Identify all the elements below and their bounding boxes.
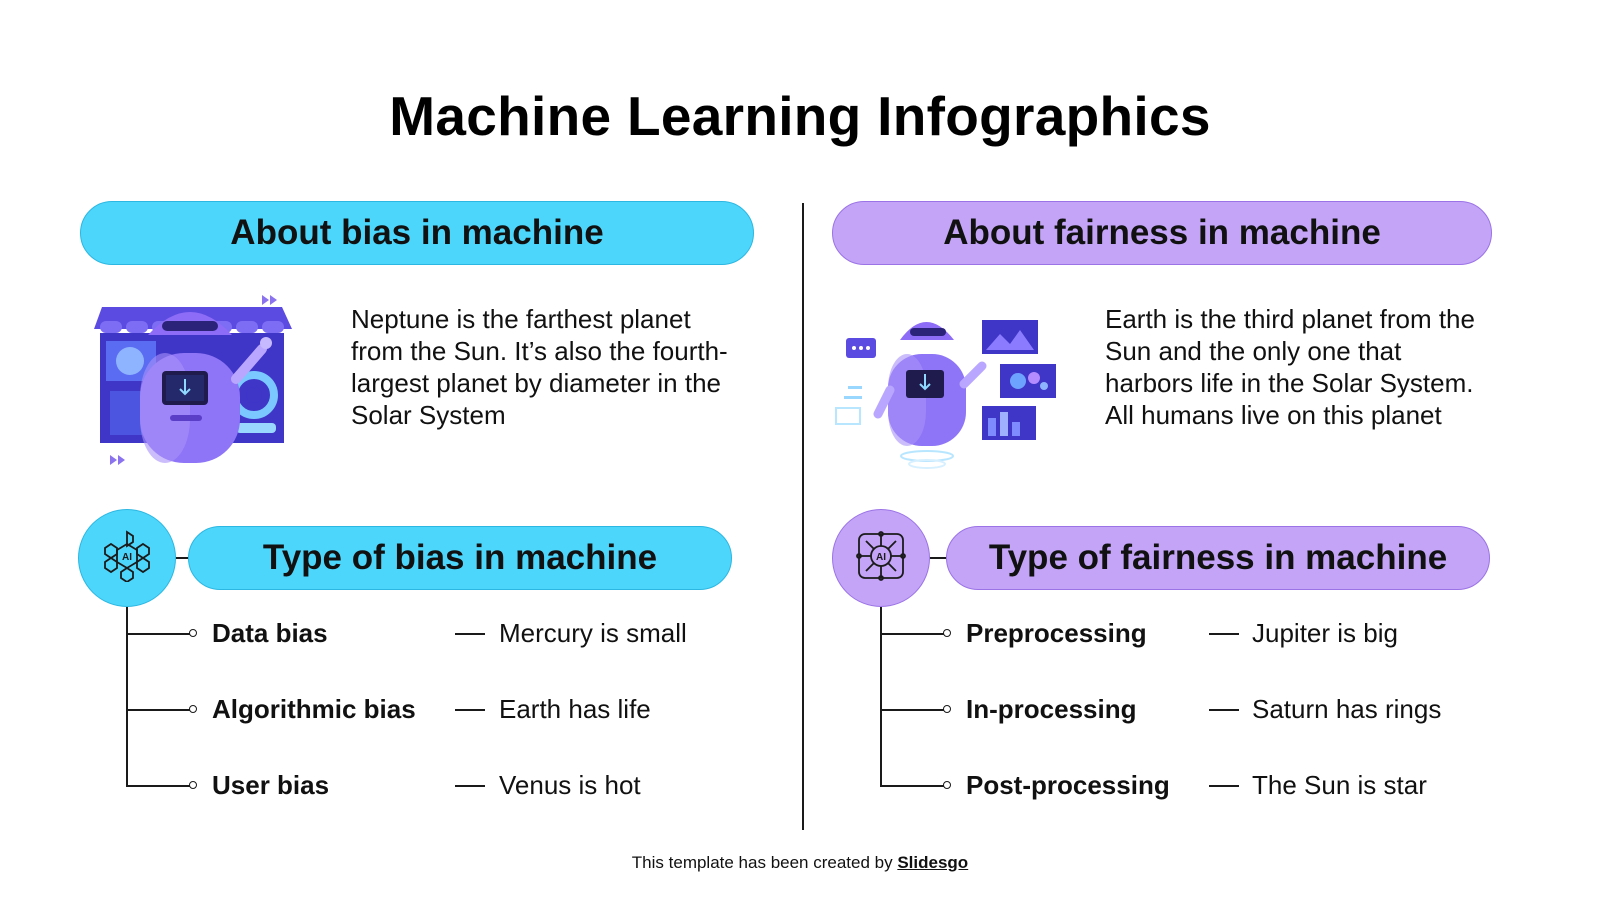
footer-credit: This template has been created by Slides… — [0, 853, 1600, 873]
bias-branch — [126, 633, 190, 635]
fairness-branch — [880, 785, 944, 787]
bias-header-pill: About bias in machine — [80, 201, 754, 265]
bias-dash — [455, 709, 485, 711]
fairness-value: The Sun is star — [1252, 770, 1427, 800]
bias-value: Earth has life — [499, 694, 651, 724]
footer-text: This template has been created by — [631, 853, 898, 872]
page-title: Machine Learning Infographics — [389, 85, 1211, 147]
fairness-header-label: About fairness in machine — [943, 213, 1381, 252]
bias-tree-trunk — [126, 607, 128, 787]
bias-type-circle: AI — [78, 509, 176, 607]
ai-hexagon-icon: AI — [101, 529, 153, 587]
fairness-term: In-processing — [966, 694, 1137, 724]
bias-value: Mercury is small — [499, 618, 687, 648]
bias-type-connector — [176, 557, 188, 559]
bias-description: Neptune is the farthest planet from the … — [351, 304, 728, 430]
fairness-branch-dot — [943, 629, 951, 637]
fairness-term: Preprocessing — [966, 618, 1147, 648]
fairness-branch — [880, 633, 944, 635]
fairness-term: Post-processing — [966, 770, 1170, 800]
robot-screens-illustration — [832, 310, 1060, 470]
fairness-type-pill: Type of fairness in machine — [946, 526, 1490, 590]
fairness-type-connector — [930, 557, 946, 559]
fairness-tree-trunk — [880, 607, 882, 787]
bias-term: Data bias — [212, 618, 328, 648]
robot-dashboard-illustration — [86, 295, 298, 480]
fairness-value: Saturn has rings — [1252, 694, 1442, 724]
bias-branch — [126, 785, 190, 787]
svg-text:AI: AI — [122, 552, 132, 563]
fairness-description: Earth is the third planet from the Sun a… — [1105, 304, 1475, 430]
bias-dash — [455, 785, 485, 787]
fairness-header-pill: About fairness in machine — [832, 201, 1492, 265]
fairness-dash — [1209, 785, 1239, 787]
bias-dash — [455, 633, 485, 635]
fairness-branch — [880, 709, 944, 711]
fairness-type-circle: AI — [832, 509, 930, 607]
fairness-dash — [1209, 633, 1239, 635]
bias-term: Algorithmic bias — [212, 694, 416, 724]
bias-branch — [126, 709, 190, 711]
bias-type-label: Type of bias in machine — [262, 538, 658, 577]
fairness-branch-dot — [943, 781, 951, 789]
bias-term: User bias — [212, 770, 330, 800]
fairness-dash — [1209, 709, 1239, 711]
bias-branch-dot — [189, 629, 197, 637]
bias-value: Venus is hot — [499, 770, 641, 800]
fairness-value: Jupiter is big — [1252, 618, 1398, 648]
bias-branch-dot — [189, 705, 197, 713]
bias-type-pill: Type of bias in machine — [188, 526, 732, 590]
ai-chip-icon: AI — [855, 530, 907, 587]
fairness-branch-dot — [943, 705, 951, 713]
svg-text:AI: AI — [876, 552, 886, 563]
bias-header-label: About bias in machine — [230, 213, 604, 252]
bias-branch-dot — [189, 781, 197, 789]
slidesgo-link[interactable]: Slidesgo — [897, 853, 969, 872]
fairness-type-label: Type of fairness in machine — [988, 538, 1448, 577]
center-divider — [802, 203, 804, 830]
